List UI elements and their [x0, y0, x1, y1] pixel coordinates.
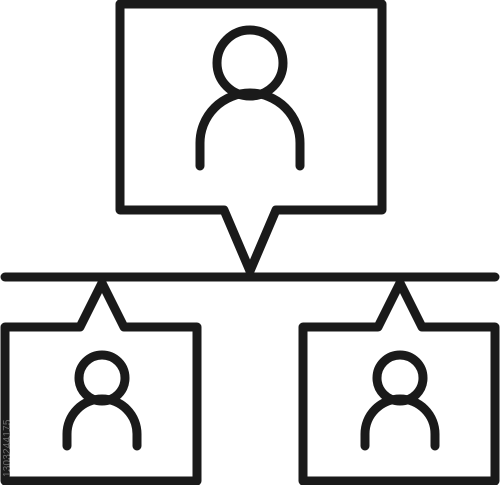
left-person-icon: [62, 350, 142, 451]
top-profile-box: [115, 0, 387, 276]
stock-id-watermark: 1303244175: [2, 419, 13, 477]
right-profile-box: [298, 278, 500, 485]
right-person-icon: [360, 350, 440, 451]
left-profile-box: [0, 278, 202, 485]
top-person-icon: [195, 25, 305, 171]
